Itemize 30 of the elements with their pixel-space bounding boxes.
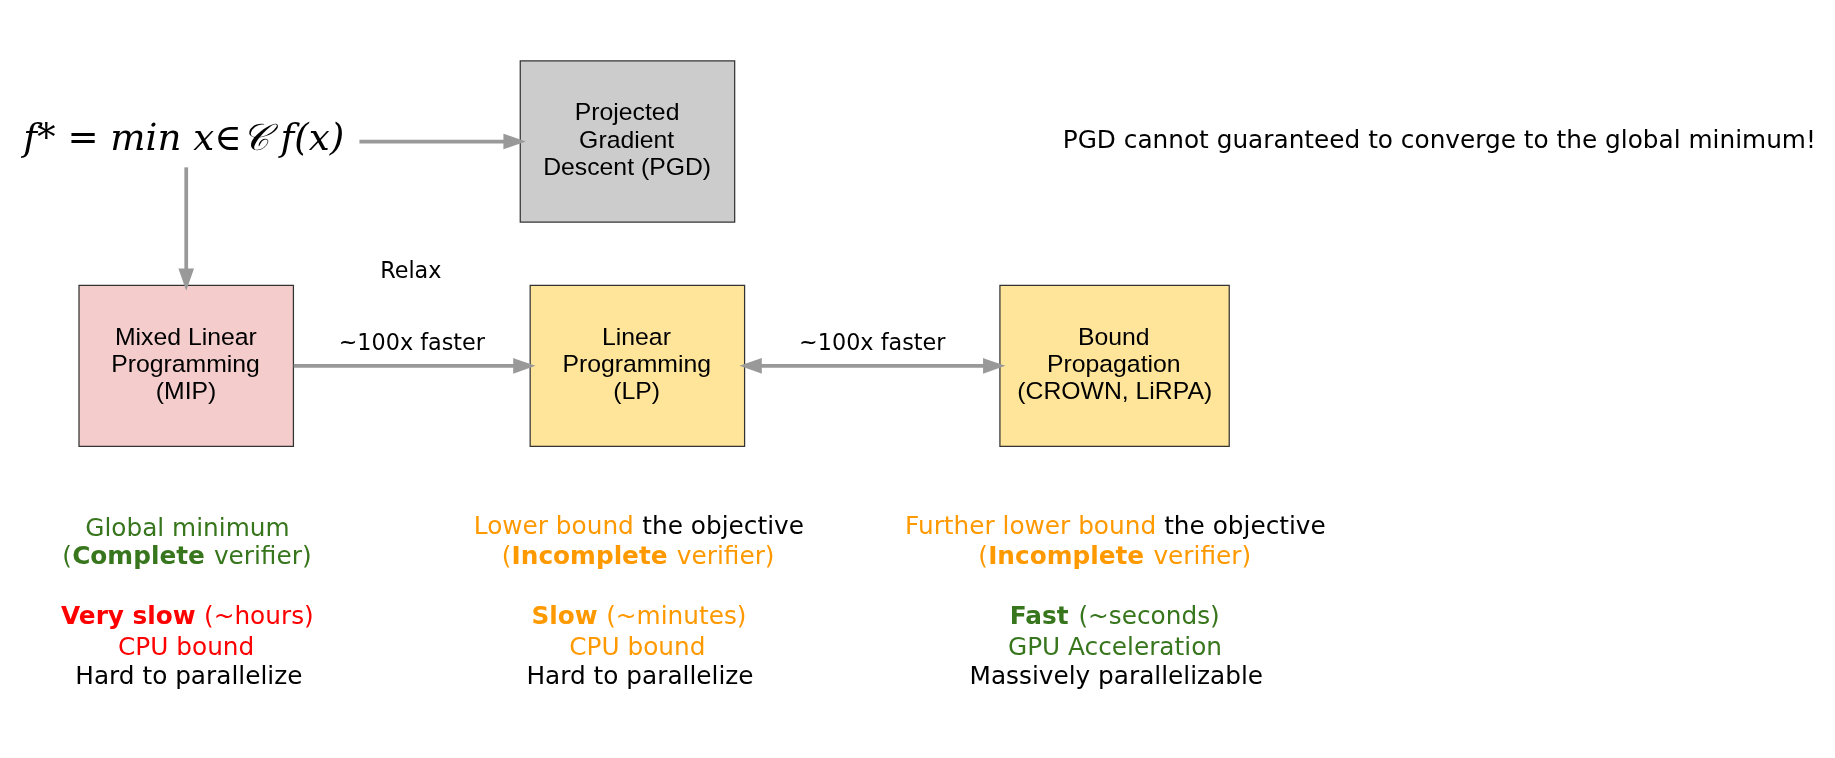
node-label: (Incomplete verifier) <box>978 540 1252 570</box>
node-box: Bound Propagation (CROWN, LiRPA) <box>999 284 1230 447</box>
edge-label: Relax <box>380 256 442 283</box>
node-label: (Complete verifier) <box>62 540 312 570</box>
node-label: CPU bound <box>569 631 706 661</box>
node-label: Lower bound <box>473 510 634 540</box>
node-label: Global minimum <box>85 512 290 542</box>
node-box: Projected Gradient Descent (PGD) <box>519 59 736 223</box>
node-box: Linear Programming (LP) <box>529 284 746 447</box>
node-label: Slow (~minutes) <box>531 600 747 630</box>
node-label: (Incomplete verifier) <box>501 540 775 570</box>
arrow <box>359 133 526 149</box>
label: PGD cannot guaranteed to converge to the global minimum! <box>1062 124 1816 154</box>
arrow <box>178 166 195 291</box>
node-label: GPU Acceleration <box>1007 631 1222 661</box>
node-label: Hard to parallelize <box>75 660 303 690</box>
arrow <box>739 357 1006 374</box>
arrow <box>293 357 536 374</box>
label: ~100x faster <box>338 328 485 355</box>
node-label: the objective <box>1164 510 1326 540</box>
edge-label: ~100x faster <box>799 328 946 355</box>
node-label: Further lower bound <box>905 510 1157 540</box>
node-label: Very slow (~hours) <box>61 600 314 630</box>
node-box: Mixed Linear Programming (MIP) <box>78 284 295 447</box>
node-label: Hard to parallelize <box>526 660 754 690</box>
node-label: Fast (~seconds) <box>1009 600 1220 630</box>
node-text: f* = min x∈𝒞 f(x) <box>23 114 345 159</box>
node-label: the objective <box>642 510 804 540</box>
node-label: Massively parallelizable <box>969 660 1264 690</box>
node-label: CPU bound <box>118 631 255 661</box>
